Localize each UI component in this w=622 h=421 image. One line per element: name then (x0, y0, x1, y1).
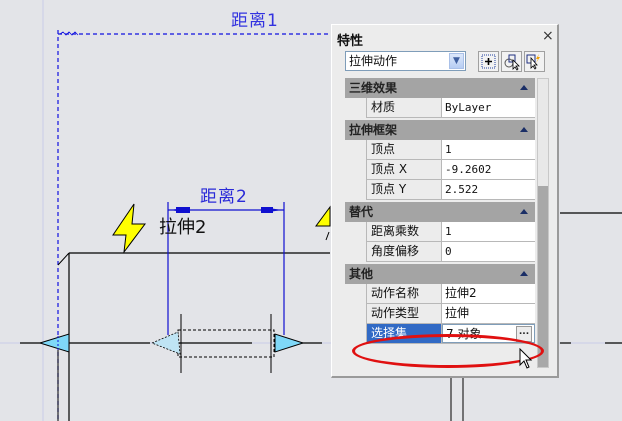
stretch-grip-ghost (150, 331, 181, 355)
scrollbar-thumb[interactable] (538, 186, 548, 367)
lightning-bolt-icon-partial[interactable] (315, 205, 331, 241)
action-label: 拉伸2 (159, 217, 207, 238)
property-value[interactable]: 0 (442, 242, 535, 261)
property-value[interactable]: ByLayer (442, 98, 535, 117)
object-type-dropdown[interactable]: 拉伸动作 ▼ (345, 51, 466, 71)
mouse-pointer-icon (519, 348, 533, 369)
panel-title: 特性 (337, 34, 364, 49)
vertical-scrollbar[interactable] (537, 78, 549, 368)
property-row[interactable]: 动作名称拉伸2 (366, 284, 535, 304)
toggle-pickadd-button[interactable] (524, 51, 545, 72)
object-type-value: 拉伸动作 (349, 54, 398, 68)
selection-set-value[interactable]: 7 对象... (442, 324, 535, 343)
property-value[interactable]: 拉伸2 (442, 284, 535, 303)
category-overrides[interactable]: 替代 (345, 202, 535, 222)
category-misc[interactable]: 其他 (345, 264, 535, 284)
ellipsis-button[interactable]: ... (516, 326, 532, 342)
dimension-2-label: 距离2 (200, 187, 248, 207)
property-value[interactable]: 1 (442, 140, 535, 159)
chevron-down-icon[interactable]: ▼ (449, 53, 464, 69)
collapse-icon[interactable] (520, 127, 528, 132)
quick-select-icon (481, 54, 496, 69)
property-row[interactable]: 动作类型拉伸 (366, 304, 535, 324)
select-objects-icon (504, 54, 520, 71)
toggle-pickadd-icon (526, 54, 540, 70)
collapse-icon[interactable] (520, 271, 528, 276)
property-value[interactable]: -9.2602 (442, 160, 535, 179)
property-value[interactable]: 1 (442, 222, 535, 241)
dimension-1-label: 距离1 (231, 11, 279, 31)
collapse-icon[interactable] (520, 209, 528, 214)
stretch-grip-right[interactable] (274, 333, 305, 353)
category-3d-effects[interactable]: 三维效果 (345, 78, 535, 98)
property-value[interactable]: 拉伸 (442, 304, 535, 323)
property-row[interactable]: 顶点 X-9.2602 (366, 160, 535, 180)
property-value[interactable]: 2.522 (442, 180, 535, 199)
category-stretch-frame[interactable]: 拉伸框架 (345, 120, 535, 140)
collapse-icon[interactable] (520, 85, 528, 90)
lightning-bolt-icon[interactable] (112, 203, 146, 254)
quick-select-button[interactable] (478, 51, 499, 72)
select-objects-button[interactable] (501, 51, 522, 72)
stretch-grip-left[interactable] (38, 333, 70, 353)
close-icon[interactable]: × (542, 28, 554, 44)
dimension-2[interactable] (167, 202, 285, 335)
